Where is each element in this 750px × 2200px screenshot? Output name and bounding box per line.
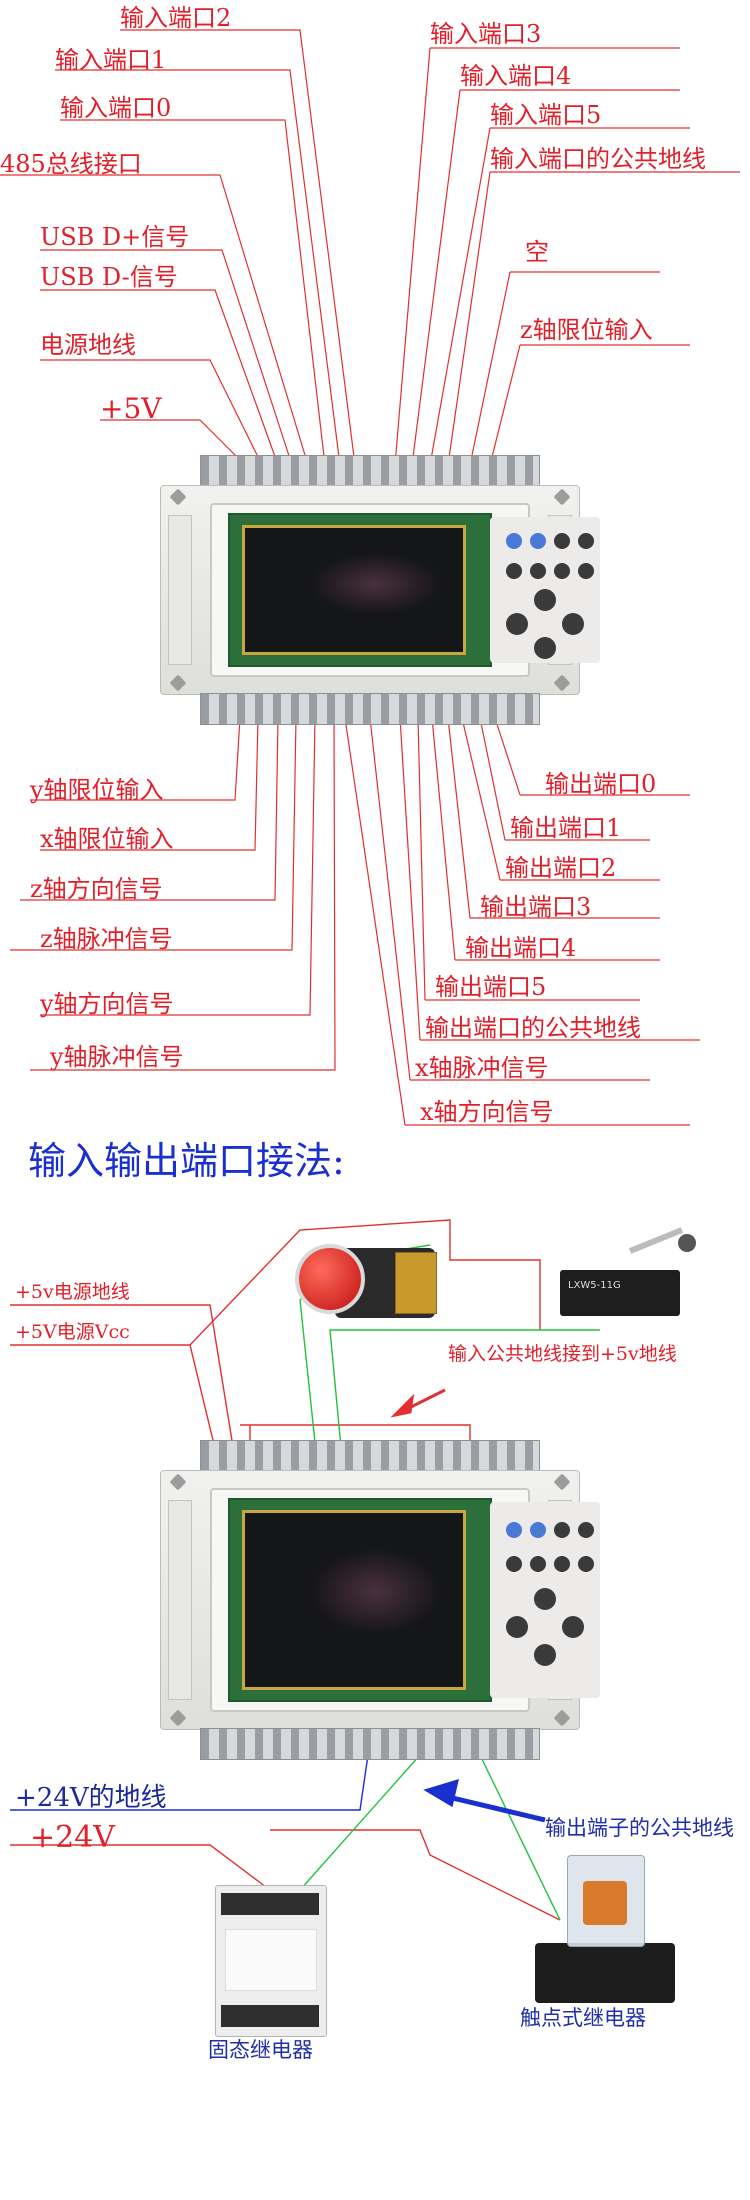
label-input-port-2: 输入端口2	[120, 4, 232, 32]
label-5v-vcc: +5V电源Vcc	[15, 1321, 130, 1343]
key-button[interactable]	[578, 1556, 594, 1572]
key-down-button[interactable]	[534, 1644, 556, 1666]
label-output-port-3: 输出端口3	[480, 893, 592, 921]
key-button[interactable]	[506, 563, 522, 579]
key-button[interactable]	[506, 1556, 522, 1572]
keypad	[490, 1502, 600, 1698]
mount-ear-left	[168, 1500, 192, 1700]
push-button-contacts	[395, 1252, 437, 1314]
label-5v-gnd: +5v电源地线	[15, 1281, 130, 1303]
controller-board-bottom	[160, 1440, 600, 1760]
label-24v: +24V	[30, 1820, 115, 1855]
contact-relay-device	[535, 1855, 675, 2005]
label-z-limit-input: z轴限位输入	[520, 316, 653, 344]
label-output-common-gnd: 输出端口的公共地线	[425, 1014, 641, 1042]
key-button[interactable]	[530, 563, 546, 579]
key-button[interactable]	[554, 1556, 570, 1572]
label-x-limit-input: x轴限位输入	[40, 825, 174, 853]
label-x-dir-signal: x轴方向信号	[420, 1098, 554, 1126]
relay-socket	[535, 1943, 675, 2003]
key-button[interactable]	[530, 1556, 546, 1572]
label-power-gnd: 电源地线	[40, 331, 136, 359]
limit-switch-roller	[678, 1234, 696, 1252]
section-title: 输入输出端口接法:	[28, 1139, 345, 1183]
label-input-port-3: 输入端口3	[430, 20, 542, 48]
push-button-device	[295, 1240, 445, 1330]
key-left-button[interactable]	[506, 613, 528, 635]
controller-board-top	[160, 455, 600, 725]
key-button[interactable]	[578, 533, 594, 549]
solid-state-relay-device	[215, 1885, 327, 2037]
push-button-cap-icon	[295, 1244, 365, 1314]
label-solid-state-relay: 固态继电器	[208, 2038, 313, 2062]
label-x-pulse-signal: x轴脉冲信号	[415, 1054, 549, 1082]
lcd-screen	[242, 525, 466, 655]
key-up-button[interactable]	[534, 1588, 556, 1610]
limit-switch-body	[560, 1270, 680, 1316]
key-left-button[interactable]	[506, 1616, 528, 1638]
label-y-limit-input: y轴限位输入	[30, 776, 164, 804]
label-y-dir-signal: y轴方向信号	[40, 990, 174, 1018]
label-output-port-4: 输出端口4	[465, 934, 577, 962]
label-output-port-5: 输出端口5	[435, 973, 547, 1001]
limit-switch-model: LXW5-11G	[568, 1280, 621, 1291]
key-button[interactable]	[530, 1522, 546, 1538]
key-right-button[interactable]	[562, 1616, 584, 1638]
key-button[interactable]	[530, 533, 546, 549]
mount-ear-left	[168, 515, 192, 665]
limit-switch-device: LXW5-11G	[560, 1227, 710, 1330]
output-terminal-strip	[200, 693, 540, 725]
key-button[interactable]	[506, 533, 522, 549]
key-button[interactable]	[578, 563, 594, 579]
key-button[interactable]	[554, 533, 570, 549]
label-output-port-2: 输出端口2	[505, 854, 617, 882]
output-terminal-strip	[200, 1728, 540, 1760]
key-right-button[interactable]	[562, 613, 584, 635]
key-button[interactable]	[578, 1522, 594, 1538]
label-y-pulse-signal: y轴脉冲信号	[50, 1043, 184, 1071]
label-24v-gnd: +24V的地线	[15, 1783, 167, 1813]
input-terminal-strip	[200, 1440, 540, 1472]
key-down-button[interactable]	[534, 637, 556, 659]
label-input-common-note: 输入公共地线接到+5v地线	[448, 1343, 677, 1365]
label-z-pulse-signal: z轴脉冲信号	[40, 925, 173, 953]
label-5v: +5V	[100, 392, 162, 425]
key-button[interactable]	[554, 563, 570, 579]
ssr-bottom-terminals	[221, 2005, 319, 2027]
label-output-port-1: 输出端口1	[510, 814, 622, 842]
label-empty: 空	[525, 238, 549, 266]
label-input-port-0: 输入端口0	[60, 94, 172, 122]
label-output-common-note: 输出端子的公共地线	[545, 1816, 734, 1840]
key-up-button[interactable]	[534, 589, 556, 611]
label-rs485: 485总线接口	[0, 150, 142, 178]
key-button[interactable]	[506, 1522, 522, 1538]
label-usb-dminus: USB D-信号	[40, 263, 178, 291]
label-input-common-gnd: 输入端口的公共地线	[490, 145, 706, 173]
label-output-port-0: 输出端口0	[545, 770, 657, 798]
label-input-port-1: 输入端口1	[55, 46, 167, 74]
label-input-port-5: 输入端口5	[490, 101, 602, 129]
lcd-screen	[242, 1510, 466, 1690]
input-terminal-strip	[200, 455, 540, 487]
ssr-label-plate	[225, 1929, 317, 1991]
key-button[interactable]	[554, 1522, 570, 1538]
label-z-dir-signal: z轴方向信号	[30, 875, 163, 903]
label-usb-dplus: USB D+信号	[40, 223, 190, 251]
keypad	[490, 517, 600, 663]
ssr-top-terminals	[221, 1893, 319, 1915]
relay-coil	[583, 1881, 627, 1925]
label-input-port-4: 输入端口4	[460, 62, 572, 90]
label-contact-relay: 触点式继电器	[520, 2006, 646, 2030]
